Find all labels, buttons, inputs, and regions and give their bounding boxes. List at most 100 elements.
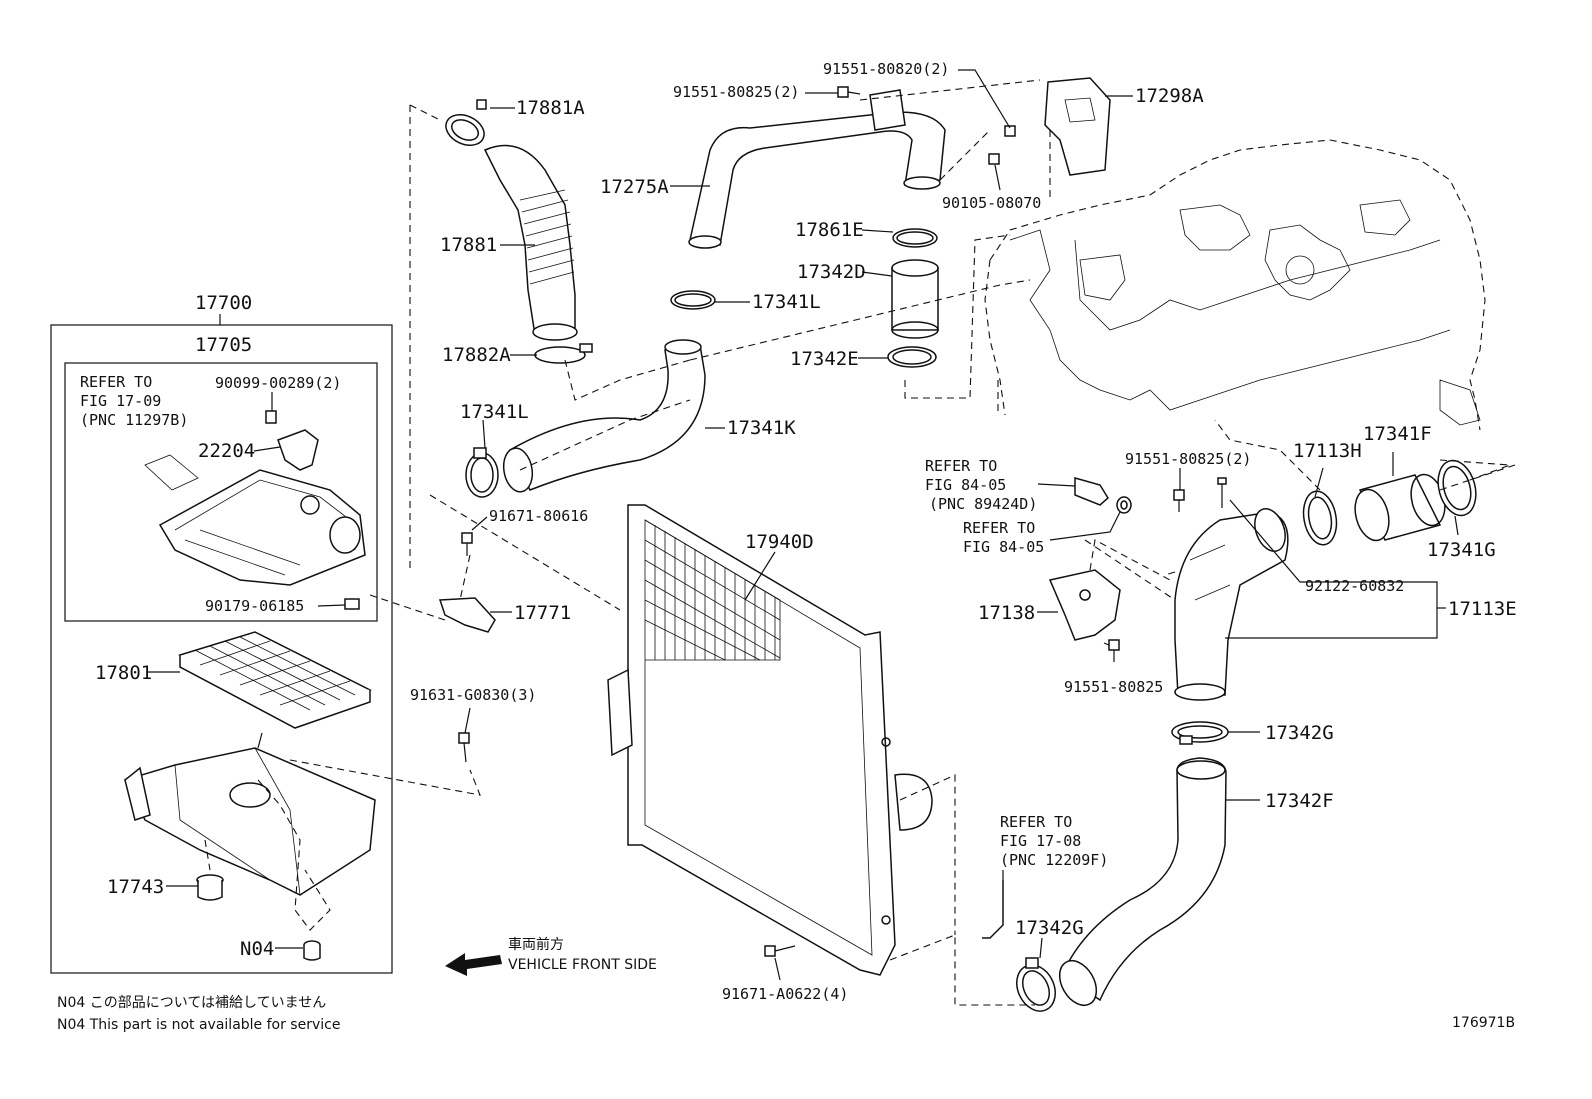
clamp-17861E bbox=[892, 228, 938, 248]
label-17881: 17881 bbox=[440, 234, 497, 256]
air-cleaner-case bbox=[123, 732, 376, 896]
svg-text:FIG 17-08: FIG 17-08 bbox=[1000, 832, 1081, 850]
footnote-en: N04 This part is not available for servi… bbox=[57, 1017, 340, 1033]
bolt-90105-08070 bbox=[988, 153, 1000, 165]
label-17341G: 17341G bbox=[1427, 539, 1496, 561]
dashed-guides bbox=[204, 79, 1516, 1006]
reference-fig-84-05-b: REFER TO FIG 84-05 bbox=[963, 519, 1044, 556]
label-92122-60832: 92122-60832 bbox=[1305, 577, 1404, 595]
label-17341L-left: 17341L bbox=[460, 401, 529, 423]
label-91551-80825-2-right: 91551-80825(2) bbox=[1125, 450, 1251, 468]
label-17342G-bottom: 17342G bbox=[1015, 917, 1084, 939]
clamp-17113H bbox=[1302, 490, 1338, 546]
bolt-91551-80825-right bbox=[1173, 489, 1185, 512]
label-90099-00289-2: 90099-00289(2) bbox=[215, 374, 341, 392]
bolt-91551-80820 bbox=[1004, 125, 1016, 137]
label-17113E: 17113E bbox=[1448, 598, 1517, 620]
label-17298A: 17298A bbox=[1135, 85, 1204, 107]
bolt-91671-80616 bbox=[461, 532, 473, 556]
clamp-17342G-top bbox=[1171, 721, 1229, 745]
direction-jp: 車両前方 bbox=[508, 936, 564, 953]
hose-17341F bbox=[1354, 473, 1446, 542]
element-22204 bbox=[144, 454, 199, 491]
label-91551-80820-2: 91551-80820(2) bbox=[823, 60, 949, 78]
svg-text:FIG 17-09: FIG 17-09 bbox=[80, 392, 161, 410]
vehicle-front-label: 車両前方 VEHICLE FRONT SIDE bbox=[508, 936, 657, 973]
label-90179-06185: 90179-06185 bbox=[205, 597, 304, 615]
label-17771: 17771 bbox=[514, 602, 571, 624]
stud-92122-60832 bbox=[1217, 477, 1227, 508]
svg-text:(PNC 89424D): (PNC 89424D) bbox=[929, 495, 1037, 513]
label-17341K: 17341K bbox=[727, 417, 796, 439]
hose-17881 bbox=[483, 144, 578, 341]
bracket-17771 bbox=[438, 597, 496, 633]
air-cleaner-box-frame bbox=[50, 324, 393, 974]
bracket-17138 bbox=[1048, 569, 1121, 641]
bolt-91631-G0830 bbox=[458, 732, 470, 763]
clamp-17882A bbox=[534, 343, 593, 364]
bolt-91551-80825-top bbox=[837, 86, 861, 98]
label-17705: 17705 bbox=[195, 334, 252, 356]
svg-text:FIG 84-05: FIG 84-05 bbox=[963, 538, 1044, 556]
engine-block bbox=[984, 139, 1486, 431]
label-91671-80616: 91671-80616 bbox=[489, 507, 588, 525]
label-17138: 17138 bbox=[978, 602, 1035, 624]
label-91631-G0830-3: 91631-G0830(3) bbox=[410, 686, 536, 704]
svg-text:(PNC 12209F): (PNC 12209F) bbox=[1000, 851, 1108, 869]
footnotes: N04 この部品については補給していません N04 This part is n… bbox=[57, 995, 340, 1033]
label-17341F: 17341F bbox=[1363, 423, 1432, 445]
label-17861E: 17861E bbox=[795, 219, 864, 241]
label-91551-80825-2-top: 91551-80825(2) bbox=[673, 83, 799, 101]
footnote-jp: N04 この部品については補給していません bbox=[57, 995, 326, 1011]
part-labels: 17881A 91551-80825(2) 91551-80820(2) 172… bbox=[95, 60, 1517, 1003]
label-17342E: 17342E bbox=[790, 348, 859, 370]
vehicle-front-arrow-icon bbox=[445, 953, 502, 976]
hose-ref-17-08 bbox=[982, 880, 1004, 939]
svg-text:REFER TO: REFER TO bbox=[80, 373, 152, 391]
reference-fig-17-08: REFER TO FIG 17-08 (PNC 12209F) bbox=[1000, 813, 1108, 869]
label-17342D: 17342D bbox=[797, 261, 866, 283]
clamp-17341L-left bbox=[465, 447, 499, 498]
label-91551-80825: 91551-80825 bbox=[1064, 678, 1163, 696]
label-17341L-top: 17341L bbox=[752, 291, 821, 313]
bolt-91671-A0622 bbox=[764, 945, 796, 957]
figure-id: 176971B bbox=[1452, 1015, 1515, 1031]
hose-17342D bbox=[891, 259, 939, 339]
svg-text:REFER TO: REFER TO bbox=[1000, 813, 1072, 831]
label-17275A: 17275A bbox=[600, 176, 669, 198]
svg-text:FIG 84-05: FIG 84-05 bbox=[925, 476, 1006, 494]
clamp-17341L-top bbox=[670, 290, 716, 310]
hose-17342F bbox=[1058, 757, 1227, 1007]
clamp-17881A bbox=[445, 99, 487, 146]
hose-17341K bbox=[502, 339, 706, 493]
bolt-91551-80825-lower bbox=[1103, 639, 1120, 651]
svg-text:(PNC 11297B): (PNC 11297B) bbox=[80, 411, 188, 429]
label-17801: 17801 bbox=[95, 662, 152, 684]
label-17882A: 17882A bbox=[442, 344, 511, 366]
label-17113H: 17113H bbox=[1293, 440, 1362, 462]
gasket-ref-84-05 bbox=[1116, 496, 1132, 514]
bracket-17298A bbox=[1044, 77, 1111, 176]
radiator-17940D bbox=[607, 504, 933, 976]
sensor-22204 bbox=[265, 410, 319, 471]
label-22204: 22204 bbox=[198, 440, 255, 462]
label-91671-A0622-4: 91671-A0622(4) bbox=[722, 985, 848, 1003]
label-17342G-top: 17342G bbox=[1265, 722, 1334, 744]
clamp-17342E bbox=[887, 346, 937, 368]
reference-fig-17-09: REFER TO FIG 17-09 (PNC 11297B) bbox=[80, 373, 188, 429]
plug-N04 bbox=[303, 940, 321, 961]
pipe-17113E bbox=[1174, 508, 1289, 701]
svg-text:REFER TO: REFER TO bbox=[925, 457, 997, 475]
leader-lines bbox=[148, 69, 1459, 981]
direction-en: VEHICLE FRONT SIDE bbox=[508, 957, 657, 973]
filter-17801 bbox=[178, 631, 372, 729]
clamp-17342G-bottom bbox=[1016, 957, 1056, 1012]
sensor-ref-84-05 bbox=[1074, 477, 1109, 506]
svg-text:REFER TO: REFER TO bbox=[963, 519, 1035, 537]
label-17940D: 17940D bbox=[745, 531, 814, 553]
clip-90179-06185 bbox=[344, 598, 360, 610]
label-90105-08070: 90105-08070 bbox=[942, 194, 1041, 212]
air-cleaner-cap bbox=[158, 469, 366, 586]
